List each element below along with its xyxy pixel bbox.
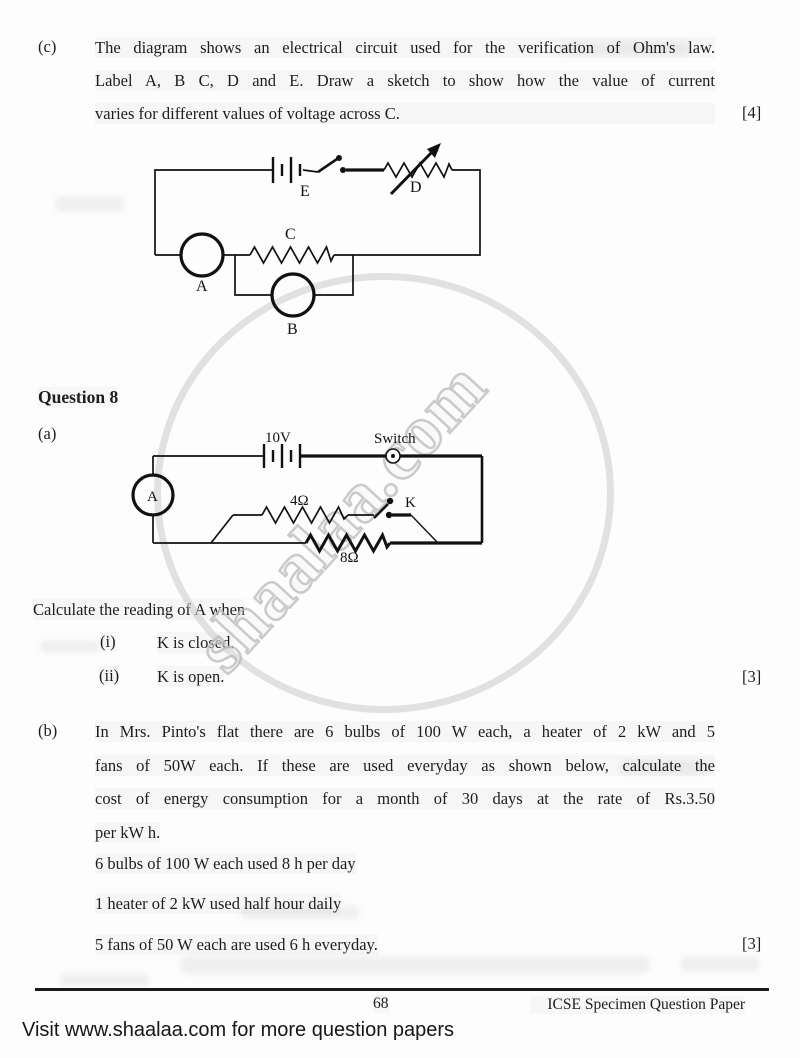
ammeter-label-a: A [196,278,208,295]
question-c-marks: [4] [742,103,762,122]
question-c-line-2: Label A, B C, D and E. Draw a sketch to … [95,70,715,91]
voltmeter-label-b: B [287,321,298,338]
page-number: 68 [373,995,389,1013]
switch-label: Switch [374,431,416,447]
question-c-line-3: varies for different values of voltage a… [95,103,715,124]
question-b-usage-1: 6 bulbs of 100 W each used 8 h per day [95,853,356,874]
question-b-line-4: per kW h. [95,822,161,843]
scan-smudge [240,906,360,919]
question-c-line-1: The diagram shows an electrical circuit … [95,37,715,58]
question-b-marks: [3] [742,934,762,953]
resistor-4ohm-label: 4Ω [290,493,309,509]
switch-icon [317,155,384,174]
scan-smudge [680,956,760,972]
watermark-site-link[interactable]: Visit www.shaalaa.com for more question … [22,1019,455,1041]
scan-smudge [560,42,690,55]
part-a-item-2-text: K is open. [157,666,225,687]
part-a-item-2-num: (ii) [99,666,120,686]
switch-icon [385,448,401,464]
rheostat-label-d: D [410,179,422,196]
scan-smudge [40,640,100,653]
battery-icon [271,157,302,183]
scan-smudge [180,956,650,974]
resistor-8ohm-label: 8Ω [340,550,359,566]
ammeter-icon [131,473,175,517]
ammeter-label-a: A [147,489,158,505]
key-k-icon [373,497,411,519]
question-b-line-2: fans of 50W each. If these are used ever… [95,755,715,776]
circuit-diagram-question-8a: A 10V Switch 4Ω 8Ω K [131,430,484,566]
question-c-label: (c) [38,37,57,56]
scan-smudge [620,760,710,775]
battery-voltage-label: 10V [265,430,291,446]
question-b-usage-2: 1 heater of 2 kW used half hour daily [95,893,342,914]
part-a-item-1-num: (i) [100,632,116,652]
question-8a-label: (a) [38,424,57,443]
resistor-8ohm-icon [304,531,392,555]
circuit2-wires [152,455,439,544]
scan-smudge [60,974,150,986]
question-b-label: (b) [38,721,58,740]
footer-paper-title: ICSE Specimen Question Paper [530,996,745,1014]
circuit1-wires [154,169,481,296]
resistor-icon [249,244,335,265]
circuit-diagram-ohms-law: E D C A B [154,143,481,338]
question-b-line-3: cost of energy consumption for a month o… [95,788,715,809]
footer-divider [35,988,769,991]
scan-smudge [55,196,125,212]
question-b-usage-3: 5 fans of 50 W each are used 6 h everyda… [95,934,378,955]
voltmeter-icon [270,272,316,318]
rheostat-icon [383,143,453,196]
battery-label-e: E [300,183,310,200]
question-b-line-1: In Mrs. Pinto's flat there are 6 bulbs o… [95,721,715,742]
key-k-label: K [405,495,416,511]
resistor-4ohm-icon [261,505,349,525]
ammeter-icon [179,232,225,278]
part-a-marks: [3] [742,667,762,686]
watermark-circle [154,273,614,713]
question-8-heading: Question 8 [38,387,119,408]
battery-icon [262,444,302,468]
resistor-label-c: C [285,226,296,243]
